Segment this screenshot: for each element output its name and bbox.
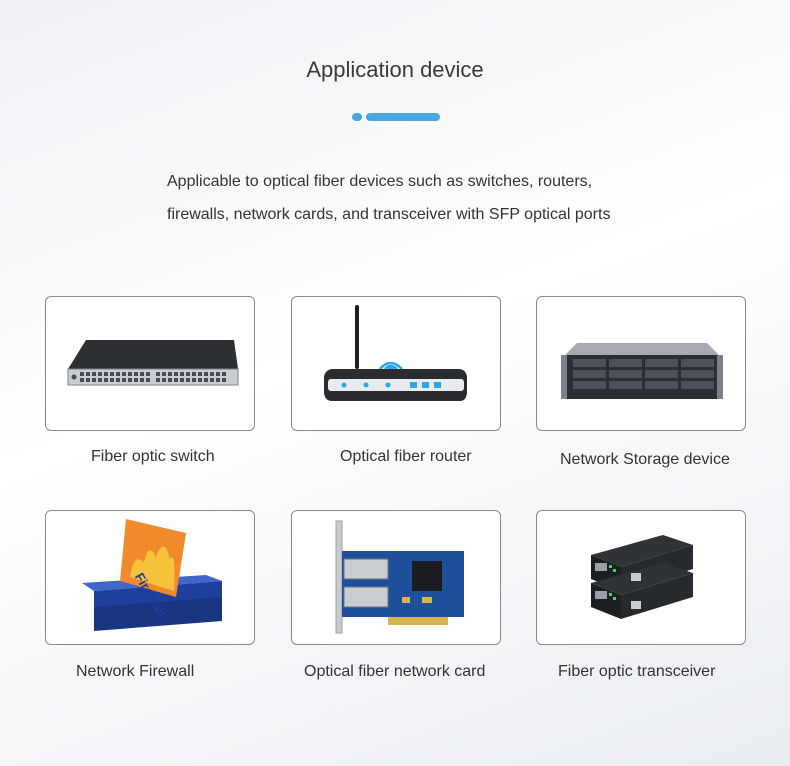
device-label-router: Optical fiber router	[340, 448, 472, 465]
device-label-storage: Network Storage device	[560, 451, 730, 468]
device-label-network-card: Optical fiber network card	[304, 663, 486, 680]
accent-line	[366, 113, 440, 121]
device-card-firewall: Firewall	[45, 510, 255, 645]
description-line-1: Applicable to optical fiber devices such…	[167, 173, 593, 190]
accent-dot	[352, 113, 362, 121]
device-card-transceiver	[536, 510, 746, 645]
description: Applicable to optical fiber devices such…	[167, 165, 647, 231]
device-card-network-card	[291, 510, 501, 645]
device-label-transceiver: Fiber optic transceiver	[558, 663, 716, 680]
device-card-storage	[536, 296, 746, 431]
description-line-2: firewalls, network cards, and transceive…	[167, 206, 611, 223]
device-label-switch: Fiber optic switch	[91, 448, 215, 465]
title-accent-bar	[352, 113, 440, 121]
media-converter-icon	[591, 535, 693, 619]
network-card-icon	[335, 520, 464, 634]
page-title: Application device	[306, 57, 484, 82]
firewall-icon: Firewall	[82, 519, 222, 631]
storage-server-icon	[561, 343, 723, 399]
device-card-router	[291, 296, 501, 431]
router-icon	[324, 305, 467, 401]
device-card-switch	[45, 296, 255, 431]
device-label-firewall: Network Firewall	[76, 663, 195, 680]
switch-icon	[67, 340, 239, 386]
